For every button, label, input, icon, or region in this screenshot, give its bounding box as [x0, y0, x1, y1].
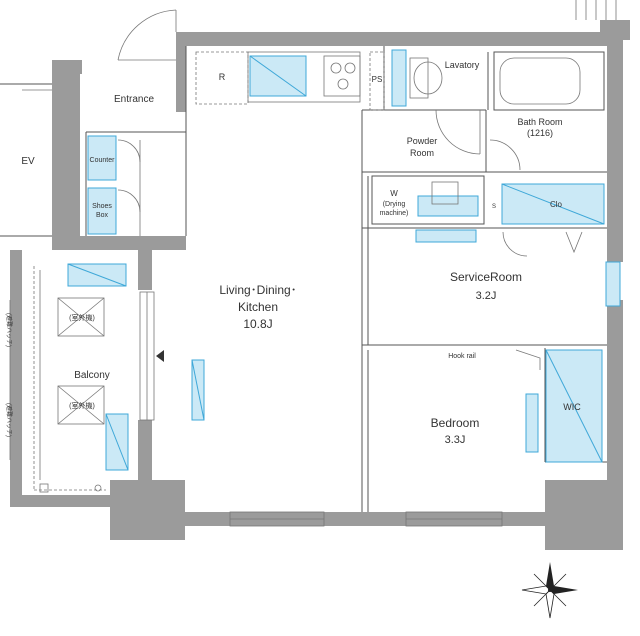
label-ev: EV: [21, 156, 35, 167]
label-lavatory: Lavatory: [445, 60, 480, 70]
label-counter: Counter: [90, 157, 116, 164]
partitions: [85, 9, 607, 512]
label-bath-room-1: Bath Room: [517, 117, 562, 127]
label-vent-1: (避難ハッチ): [5, 313, 13, 347]
label-service-room: ServiceRoom: [450, 270, 522, 284]
label-bath-room-2: (1216): [527, 128, 553, 138]
label-washer-1: W: [390, 189, 398, 198]
fixtures: [67, 49, 621, 471]
label-washer-3: machine): [380, 210, 409, 217]
label-shoes-box-2: Box: [96, 212, 109, 219]
label-clo: Clo: [550, 200, 563, 209]
walls: [10, 20, 630, 550]
label-outdoor-unit-1: (室外機): [69, 313, 95, 322]
label-entrance: Entrance: [114, 94, 154, 105]
label-powder-room-2: Room: [410, 148, 434, 158]
bathtub-icon: [493, 51, 605, 111]
label-washer-2: (Drying: [383, 201, 406, 208]
label-ldk-1: Living･Dining･: [219, 283, 296, 297]
label-refrigerator: R: [219, 72, 226, 82]
label-hook-rail: Hook rail: [448, 353, 476, 360]
label-vent-2: (避難ハッチ): [5, 403, 13, 437]
stove-icon: [323, 55, 361, 97]
label-ldk-size: 10.8J: [243, 317, 272, 331]
label-pipe-space: PS: [372, 75, 383, 84]
label-powder-room-1: Powder: [407, 136, 438, 146]
label-shoes-box-1: Shoes: [92, 203, 112, 210]
railing: [575, 0, 617, 20]
label-service-room-size: 3.2J: [476, 290, 497, 302]
entry-triangle-icon: [156, 350, 164, 362]
ev-shaft: [0, 83, 52, 237]
label-bedroom: Bedroom: [431, 416, 480, 430]
labels: Entrance EV Counter Shoes Box R PS Lavat…: [5, 60, 581, 446]
label-wic: WIC: [563, 402, 581, 412]
label-outdoor-unit-2: (室外機): [69, 401, 95, 410]
label-balcony: Balcony: [74, 370, 110, 381]
toilet-icon: [409, 57, 443, 99]
label-bedroom-size: 3.3J: [445, 434, 466, 446]
label-ldk-2: Kitchen: [238, 300, 278, 314]
windows: [139, 291, 503, 527]
washer-area: [371, 175, 485, 225]
compass-icon: [521, 562, 578, 619]
balcony-items: [9, 266, 106, 493]
label-small-s: S: [492, 204, 496, 210]
